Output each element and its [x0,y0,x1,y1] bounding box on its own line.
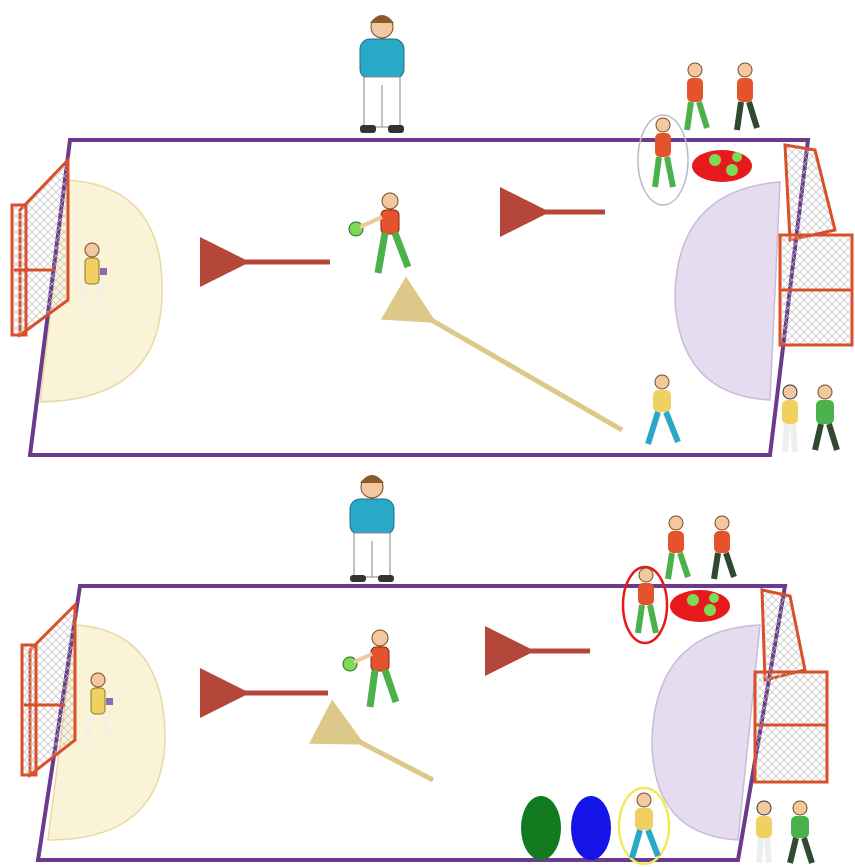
bench-player-2-bottom [790,801,812,863]
ball-basket-bottom [670,590,730,622]
pass-arrow-bottom [356,740,433,780]
waiting-player-2 [737,63,757,130]
pass-arrow [428,318,622,430]
coach-bottom [350,475,394,582]
right-goal-area-bottom [652,625,760,840]
bench-player-2 [815,385,837,450]
bench-player-1-bottom [756,801,772,863]
player-ring-top [655,118,673,187]
passer-player [648,375,678,444]
attacker-center [349,193,408,273]
right-goal-area [675,182,780,400]
right-goal [780,145,852,345]
passer-player-bottom [632,793,658,858]
green-cone [521,796,561,860]
right-goal-bottom [755,590,827,782]
bench-player-1 [782,385,798,452]
waiting-player-1-bottom [668,516,688,579]
panel-top [12,15,852,455]
coach [360,15,404,133]
attacker-center-bottom [343,630,396,707]
waiting-player-1 [687,63,707,130]
ball-basket [692,150,752,182]
waiting-player-2-bottom [714,516,734,579]
player-ring-bottom [638,568,656,633]
blue-cone [571,796,611,860]
panel-bottom [22,475,827,864]
